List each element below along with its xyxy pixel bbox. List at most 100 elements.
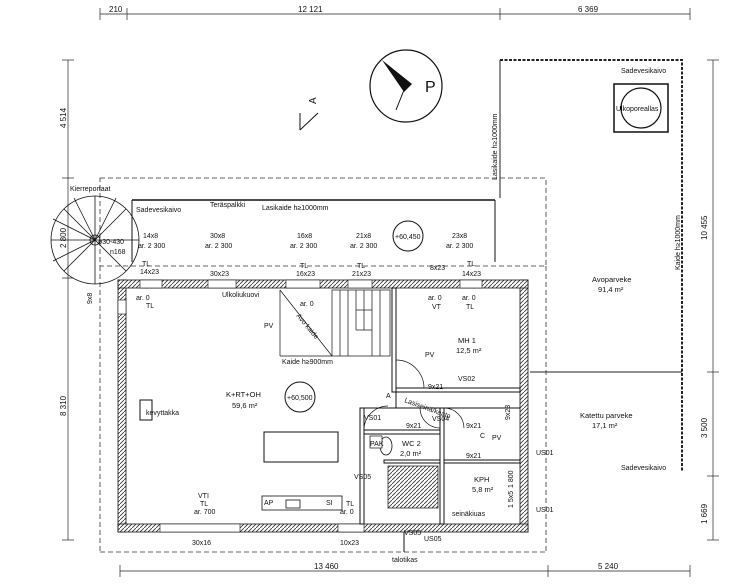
talotikas-label: talotikas xyxy=(392,557,418,564)
beam-area: ar. 2 300 xyxy=(138,243,165,250)
top-windows xyxy=(117,279,483,533)
dim-right-1: 10 455 xyxy=(700,215,709,240)
teraspalkki-label: Teräspalkki xyxy=(210,202,245,209)
bottom-dimension-line xyxy=(119,565,691,577)
kevyttakka-symbol xyxy=(139,399,153,421)
w9x23-label: 9x23 xyxy=(505,405,512,420)
kitchen-island xyxy=(263,431,339,463)
level-marker-main xyxy=(284,381,316,413)
mh1-ar0-b: ar. 0 xyxy=(462,295,476,302)
section-mark-label: A xyxy=(308,97,319,104)
avoparveke-name: Avoparveke xyxy=(592,275,631,284)
a-mark: A xyxy=(386,393,391,400)
window-label: 16x23 xyxy=(296,271,315,278)
katettu-area: 17,1 m² xyxy=(592,421,618,430)
vti-label-2: TL xyxy=(200,501,208,508)
window-label: 30x16 xyxy=(192,540,211,547)
section-mark xyxy=(299,112,319,131)
sadevesikaivo-bottom: Sadevesikaivo xyxy=(621,465,666,472)
interior-walls xyxy=(359,287,521,525)
hot-tub xyxy=(613,83,669,133)
tl-label: TL xyxy=(346,501,354,508)
vs05-label: VS05 xyxy=(354,474,371,481)
khoh-area: 59,6 m² xyxy=(232,401,258,410)
window-label: TL xyxy=(142,261,150,268)
dim-top-1: 210 xyxy=(109,5,123,14)
khoh-name: K+RT+OH xyxy=(226,390,261,399)
wc2-area: 2,0 m² xyxy=(400,449,422,458)
ulkoliukuovi-label: Ulkoliukuovi xyxy=(222,292,260,299)
mh1-area: 12,5 m² xyxy=(456,346,482,355)
us01-b: US01 xyxy=(536,507,554,514)
hot-tub-basin xyxy=(620,87,662,129)
kph-area: 5,8 m² xyxy=(472,485,494,494)
dim-left-2: 2 800 xyxy=(59,227,68,248)
pv-label-2: PV xyxy=(264,323,274,330)
left-dimension-line xyxy=(62,59,74,541)
right-dimension-line xyxy=(707,59,719,541)
outer-walls xyxy=(117,279,529,533)
sadevesikaivo-label: Sadevesikaivo xyxy=(136,207,181,214)
mh1-tl: TL xyxy=(466,304,474,311)
dim-right-4: 1 800 xyxy=(508,470,515,488)
kierreportaat-label: Kierreportaat xyxy=(70,186,111,193)
dim-left-1: 4 514 xyxy=(59,107,68,128)
level-main: +60,500 xyxy=(287,395,313,402)
vs01-label: VS01 xyxy=(364,415,381,422)
level-marker-upper xyxy=(392,220,424,252)
w9x21-c: 9x21 xyxy=(466,423,481,430)
north-arrow xyxy=(369,49,443,123)
north-arrow-label: P xyxy=(425,79,436,96)
door-swings xyxy=(363,359,465,431)
beam-size: 16x8 xyxy=(297,233,312,240)
beam-area: ar. 2 300 xyxy=(350,243,377,250)
w9x21-b: 9x21 xyxy=(406,423,421,430)
w9x21-label: 9x21 xyxy=(428,384,443,391)
window-label: 9x8 xyxy=(87,293,94,304)
window-label: 21x23 xyxy=(352,271,371,278)
vs05-label-b: VS05 xyxy=(404,530,421,537)
dim-right-2: 3 500 xyxy=(700,417,709,438)
beam-area: ar. 2 300 xyxy=(290,243,317,250)
window-label: TL xyxy=(300,263,308,270)
c-mark: C xyxy=(480,433,485,440)
kevyttakka-label: kevyttakka xyxy=(146,410,179,417)
window-label: 8x23 xyxy=(430,265,445,272)
si-label: SI xyxy=(326,500,333,507)
beam-size: 14x8 xyxy=(143,233,158,240)
window-label: 10x23 xyxy=(340,540,359,547)
dim-right-5: 1 5x5 xyxy=(508,491,515,508)
interior-stair xyxy=(279,289,391,357)
avo-kaide-label: Avo kaide xyxy=(294,313,319,341)
us05-label: US05 xyxy=(424,536,442,543)
beam-size: 30x8 xyxy=(210,233,225,240)
beam-row: 14x8 ar. 2 300 30x8 ar. 2 300 16x8 ar. 2… xyxy=(138,233,473,250)
dim-right-3: 1 669 xyxy=(700,503,709,524)
dim-bottom-2: 5 240 xyxy=(598,562,619,571)
beam-size: 21x8 xyxy=(356,233,371,240)
ap-label: AP xyxy=(264,500,274,507)
pak-box xyxy=(369,435,383,449)
kaide-vertical: Kaide h≥1000mm xyxy=(675,215,682,270)
w9x21-d: 9x21 xyxy=(466,453,481,460)
ar0-label-kitchen: ar. 0 xyxy=(340,509,354,516)
pak-label: PAK xyxy=(370,441,384,448)
beam-area: ar. 2 300 xyxy=(446,243,473,250)
window-label: 30x23 xyxy=(210,271,229,278)
avoparveke-area: 91,4 m² xyxy=(598,285,624,294)
katettu-name: Katettu parveke xyxy=(580,411,633,420)
window-label: 14x23 xyxy=(462,271,481,278)
dim-top-2: 12 121 xyxy=(298,5,323,14)
window-label: TL xyxy=(357,263,365,270)
ar0-tl-label: ar. 0 xyxy=(136,295,150,302)
vs02-label: VS02 xyxy=(458,376,475,383)
lasikaide-label: Lasikaide h≥1000mm xyxy=(262,205,329,212)
beam-area: ar. 2 300 xyxy=(205,243,232,250)
dim-bottom-1: 13 460 xyxy=(314,562,339,571)
dim-left-3: 8 310 xyxy=(59,395,68,416)
stair-size: ø30-430 xyxy=(98,239,124,246)
lasikaide-vertical: Lasikaide h≥1000mm xyxy=(492,113,499,180)
kitchen-counter xyxy=(261,495,343,511)
us01-a: US01 xyxy=(536,450,554,457)
